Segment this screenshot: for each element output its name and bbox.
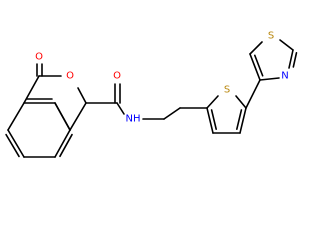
bond-thiazole-c2-n [288, 49, 294, 69]
bond-c4a-c4 [54, 102, 71, 131]
bond-thiophene-c4-c5-inner [236, 109, 243, 130]
bond-thiazole-n-c4 [259, 77, 280, 81]
bond-thiophene-c2-c3 [206, 107, 214, 134]
bond-benzene-4 [54, 129, 71, 158]
thiophene-sulfur-label: S [224, 85, 230, 96]
amide-oxygen-label: O [113, 71, 121, 82]
bond-benzene-2-inner [5, 133, 20, 158]
bond-benzene-1 [7, 102, 25, 131]
bond-benzene-4-inner [59, 133, 73, 158]
bond-thiazole-c2-n-inner [292, 52, 298, 68]
amide-nitrogen-label: NH [126, 114, 141, 125]
bond-thiophene-thiazole [245, 79, 261, 109]
bond-camide-n [116, 102, 125, 115]
bond-benzene-2 [7, 129, 25, 158]
thiazole-sulfur-label: S [268, 31, 274, 42]
bond-thiazole-c4-c5-inner [254, 54, 264, 77]
atom-label-layer: O O O NH S S N [35, 31, 289, 125]
bond-layer [5, 39, 298, 158]
ring-oxygen-label: O [66, 71, 74, 82]
molecule-canvas: O O O NH S S N [5, 31, 298, 158]
bond-thiophene-c2-s [206, 95, 219, 109]
bond-oring-c3 [77, 87, 87, 104]
bond-thiazole-c4-c5 [249, 53, 261, 81]
bond-thiophene-c4-c5 [239, 107, 247, 134]
bond-thiophene-s-c5 [235, 95, 247, 109]
bond-c8a-c1 [23, 75, 40, 104]
lactone-carbonyl-oxygen-label: O [35, 52, 43, 63]
bond-ch2-ch2 [163, 107, 181, 120]
bond-thiazole-c5-s [249, 41, 263, 55]
bond-thiazole-s-c2 [279, 39, 294, 51]
bond-c3-c4 [69, 102, 87, 131]
thiazole-nitrogen-label: N [281, 71, 288, 82]
bond-thiophene-c2-c3-inner [210, 109, 217, 130]
